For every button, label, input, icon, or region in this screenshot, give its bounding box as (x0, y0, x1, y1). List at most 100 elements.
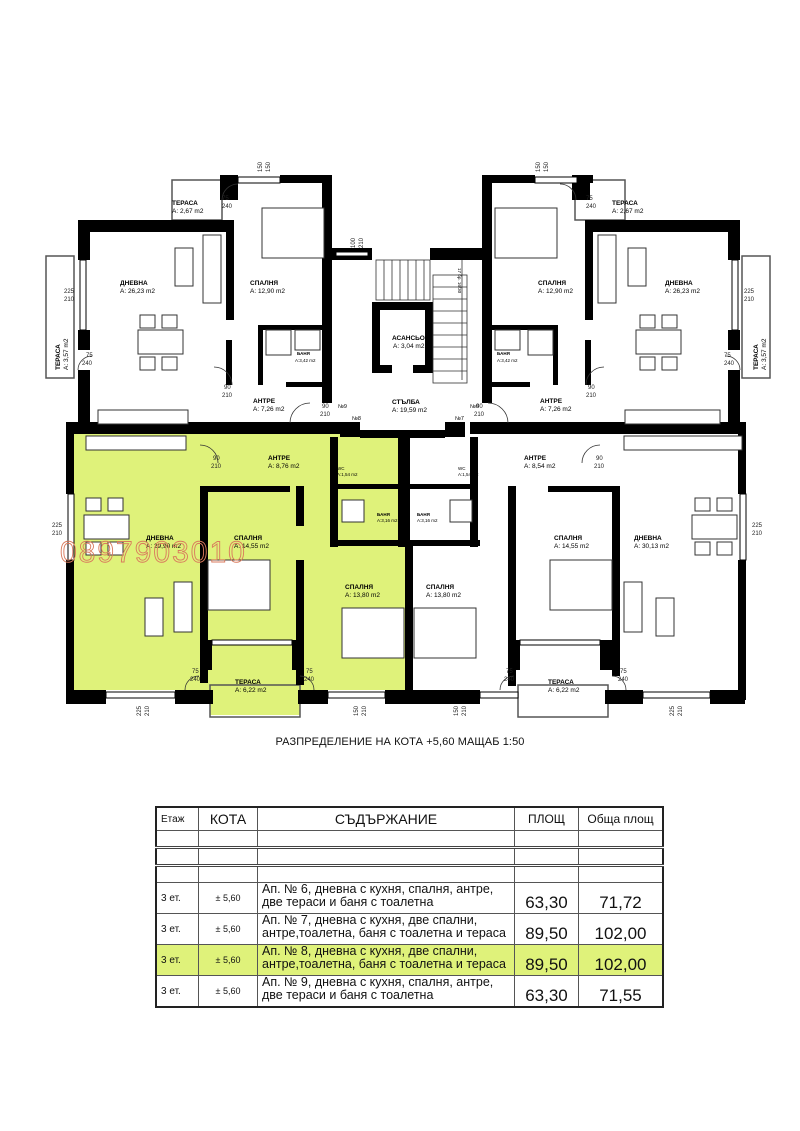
cell-level: ± 5,60 (198, 975, 258, 1008)
svg-text:210: 210 (462, 705, 468, 716)
cell-floor: 3 ет. (155, 975, 199, 1008)
bath-label: БАНЯ (417, 512, 430, 517)
living-label: ДНЕВНА (120, 280, 148, 287)
svg-text:100: 100 (351, 237, 357, 248)
svg-text:225: 225 (52, 523, 63, 529)
living-area: A: 30,13 m2 (634, 543, 669, 550)
bedroom-area: A: 12,90 m2 (538, 288, 573, 295)
cell-content: Ап. № 9, дневна с кухня, спалня, антре, … (257, 975, 515, 1008)
svg-text:225: 225 (744, 289, 755, 295)
cell-level: ± 5,60 (198, 882, 258, 914)
stairs (375, 259, 468, 384)
svg-text:210: 210 (362, 705, 368, 716)
terrace-label: ТЕРАСА (548, 679, 574, 686)
svg-text:210: 210 (64, 297, 75, 303)
bedroom2-label: СПАЛНЯ (426, 584, 454, 591)
svg-text:150: 150 (544, 161, 550, 172)
table-row-empty (155, 847, 664, 867)
svg-text:90: 90 (596, 456, 603, 462)
labels-top-right: ТЕРАСА A: 2,67 m2 ДНЕВНА A: 26,23 m2 СПА… (497, 200, 768, 413)
labels-top-left: ТЕРАСА A: 2,67 m2 ДНЕВНА A: 26,23 m2 СПА… (55, 200, 316, 413)
svg-text:90: 90 (224, 385, 231, 391)
terrace-area: A: 6,22 m2 (235, 687, 267, 694)
hall-area: A: 8,54 m2 (524, 463, 556, 470)
svg-text:225: 225 (752, 523, 763, 529)
cell-area: 63,30 (514, 882, 579, 914)
elevator-label: АСАНСЬОР (392, 335, 430, 342)
living-label: ДНЕВНА (634, 535, 662, 542)
labels-bottom-left: АНТРЕ A: 8,76 m2 ДНЕВНА A: 29,90 m2 СПАЛ… (146, 455, 398, 694)
svg-text:150: 150 (258, 161, 264, 172)
cell-floor: 3 ет. (155, 913, 199, 945)
bedroom1-area: A: 14,55 m2 (234, 543, 269, 550)
hall-label: АНТРЕ (540, 398, 563, 405)
hall-label: АНТРЕ (524, 455, 547, 462)
svg-text:75: 75 (222, 196, 229, 202)
svg-text:240: 240 (222, 204, 233, 210)
bedroom-label: СПАЛНЯ (250, 280, 278, 287)
svg-text:210: 210 (52, 531, 63, 537)
hall-area: A: 7,26 m2 (540, 406, 572, 413)
svg-text:210: 210 (474, 412, 485, 418)
bedroom1-label: СПАЛНЯ (554, 535, 582, 542)
svg-text:90: 90 (213, 456, 220, 462)
cell-area: 89,50 (514, 913, 579, 945)
bath-label: БАНЯ (297, 351, 310, 356)
hall-label: АНТРЕ (253, 398, 276, 405)
svg-text:240: 240 (724, 361, 735, 367)
living-area: A: 26,23 m2 (665, 288, 700, 295)
header-floor: Етаж (155, 806, 199, 831)
terrace-label: ТЕРАСА (235, 679, 261, 686)
phone-watermark: 0897903010 (60, 536, 247, 569)
cell-area: 63,30 (514, 975, 579, 1008)
table-row-empty (155, 865, 664, 883)
cell-total-area: 71,72 (578, 882, 664, 914)
living-area: A: 29,90 m2 (146, 543, 181, 550)
svg-text:240: 240 (618, 677, 629, 683)
bath-area: A:3,16 m2 (417, 518, 438, 523)
wc-label: WC (337, 466, 345, 471)
walls (66, 175, 746, 704)
svg-text:75: 75 (506, 669, 513, 675)
living-label: ДНЕВНА (665, 280, 693, 287)
apt-number-8: №8 (352, 416, 361, 422)
door-swings (77, 183, 741, 691)
elevator-area: A: 3,04 m2 (393, 343, 425, 350)
labels-core: АСАНСЬОР A: 3,04 m2 СТЪЛБА A: 19,59 m2 №… (338, 268, 479, 422)
apartment-summary-table: Етаж КОТА СЪДЪРЖАНИЕ ПЛОЩ Обща площ 3 ет… (155, 806, 664, 1008)
svg-text:210: 210 (320, 412, 331, 418)
side-terrace-area: A: 3,57 m2 (761, 338, 768, 370)
svg-text:240: 240 (586, 204, 597, 210)
bedroom1-area: A: 14,55 m2 (554, 543, 589, 550)
cell-level: ± 5,60 (198, 913, 258, 945)
labels-bottom-right: АНТРЕ A: 8,54 m2 ДНЕВНА A: 30,13 m2 СПАЛ… (417, 455, 669, 694)
bedroom2-label: СПАЛНЯ (345, 584, 373, 591)
cell-floor: 3 ет. (155, 882, 199, 914)
cell-floor: 3 ет. (155, 944, 199, 976)
svg-text:75: 75 (86, 353, 93, 359)
svg-text:75: 75 (586, 196, 593, 202)
side-terrace-label: ТЕРАСА (753, 344, 760, 370)
table-row-highlighted: 3 ет. ± 5,60 Ап. № 8, дневна с кухня, дв… (155, 944, 664, 976)
side-terrace-area: A: 3,57 m2 (63, 338, 70, 370)
cell-total-area: 102,00 (578, 913, 664, 945)
svg-text:210: 210 (744, 297, 755, 303)
hall-area: A: 7,26 m2 (253, 406, 285, 413)
living-label: ДНЕВНА (146, 535, 174, 542)
svg-text:225: 225 (137, 705, 143, 716)
cell-total-area: 71,55 (578, 975, 664, 1008)
svg-text:225: 225 (670, 705, 676, 716)
apt-number-7: №7 (455, 416, 464, 422)
svg-text:150: 150 (536, 161, 542, 172)
cell-level: ± 5,60 (198, 944, 258, 976)
wc-label: WC (458, 466, 466, 471)
svg-text:210: 210 (359, 237, 365, 248)
svg-text:75: 75 (306, 669, 313, 675)
svg-text:210: 210 (752, 531, 763, 537)
svg-text:90: 90 (322, 404, 329, 410)
living-area: A: 26,23 m2 (120, 288, 155, 295)
svg-text:75: 75 (724, 353, 731, 359)
cell-total-area: 102,00 (578, 944, 664, 976)
table-header: Етаж КОТА СЪДЪРЖАНИЕ ПЛОЩ Обща площ (155, 806, 664, 831)
bedroom2-area: A: 13,80 m2 (426, 592, 461, 599)
